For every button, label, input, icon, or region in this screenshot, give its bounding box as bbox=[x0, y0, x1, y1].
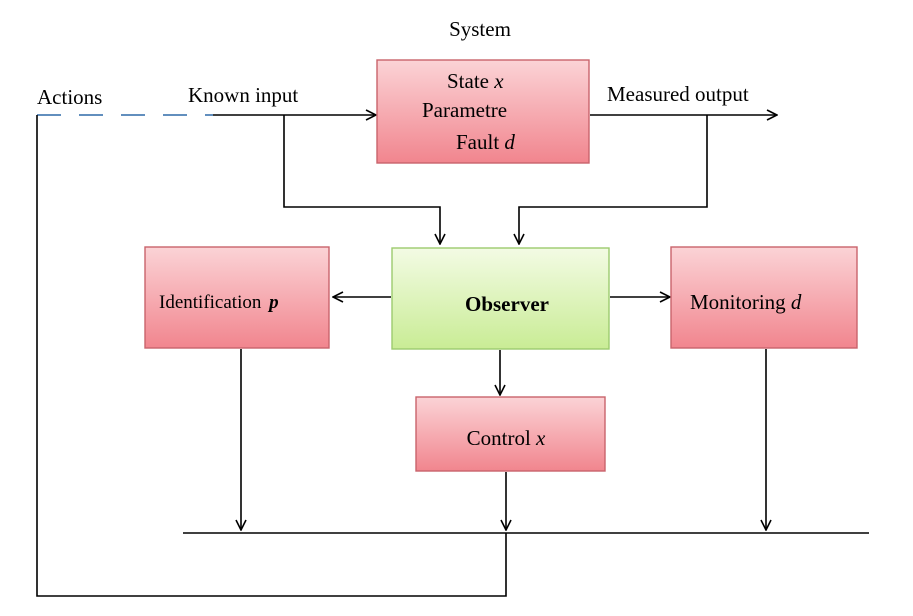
output-to-observer-line bbox=[519, 115, 708, 244]
system-title: System bbox=[449, 17, 511, 41]
observer-box bbox=[391, 247, 610, 350]
identification-label: Identification p bbox=[159, 292, 279, 313]
monitoring-box bbox=[670, 246, 858, 349]
system-parametre-text: Parametre bbox=[422, 98, 507, 122]
control-label: Control x bbox=[467, 426, 546, 450]
control-box bbox=[415, 396, 606, 472]
known-input-label: Known input bbox=[188, 83, 298, 107]
observer-label: Observer bbox=[465, 292, 549, 316]
feedback-loop-line bbox=[36, 115, 507, 597]
system-box bbox=[376, 59, 590, 164]
monitoring-label: Monitoring d bbox=[690, 290, 802, 314]
measured-output-label: Measured output bbox=[607, 82, 749, 106]
actions-label: Actions bbox=[37, 85, 102, 109]
identification-box bbox=[144, 246, 330, 349]
system-state-text: State x bbox=[447, 69, 504, 93]
system-fault-text: Fault d bbox=[456, 130, 515, 154]
input-to-observer-line bbox=[283, 115, 440, 244]
